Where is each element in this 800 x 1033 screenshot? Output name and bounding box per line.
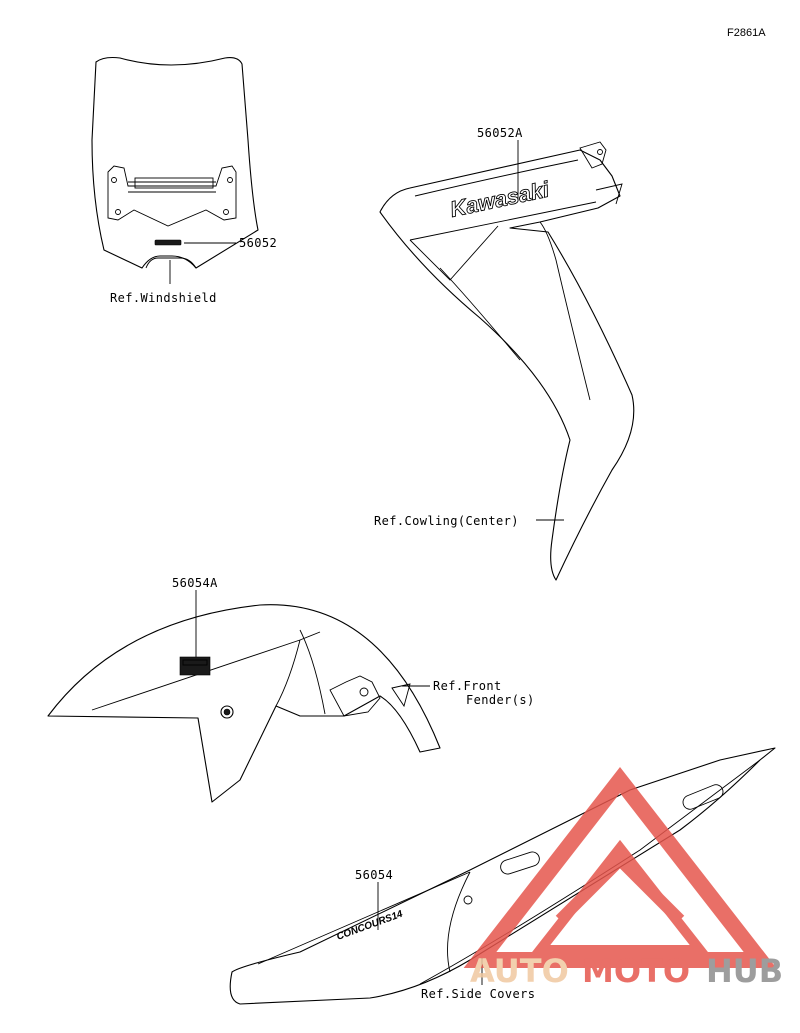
ref-fender-line2: Fender(s)	[466, 693, 535, 707]
watermark-hub: HUB	[706, 952, 783, 990]
ref-cowling: Ref.Cowling(Center)	[374, 514, 519, 528]
ref-side-covers: Ref.Side Covers	[421, 987, 535, 1001]
cowling-part: Kawasaki	[379, 141, 635, 581]
ref-windshield: Ref.Windshield	[110, 291, 217, 305]
ref-fender-line1: Ref.Front	[433, 679, 502, 693]
figure-id: F2861A	[727, 27, 766, 39]
callout-windshield: 56052	[239, 236, 277, 250]
watermark-moto: MOTO	[582, 952, 690, 990]
callout-cowling: 56052A	[477, 126, 523, 140]
callout-fender: 56054A	[172, 576, 218, 590]
fender-part	[47, 604, 441, 803]
windshield-decal	[154, 239, 182, 246]
windshield-part	[91, 56, 259, 269]
watermark-auto: AUTO	[470, 952, 569, 990]
callout-side-cover: 56054	[355, 868, 393, 882]
fender-decal	[179, 656, 211, 676]
watermark-logo: AUTO MOTO HUB	[463, 766, 783, 990]
